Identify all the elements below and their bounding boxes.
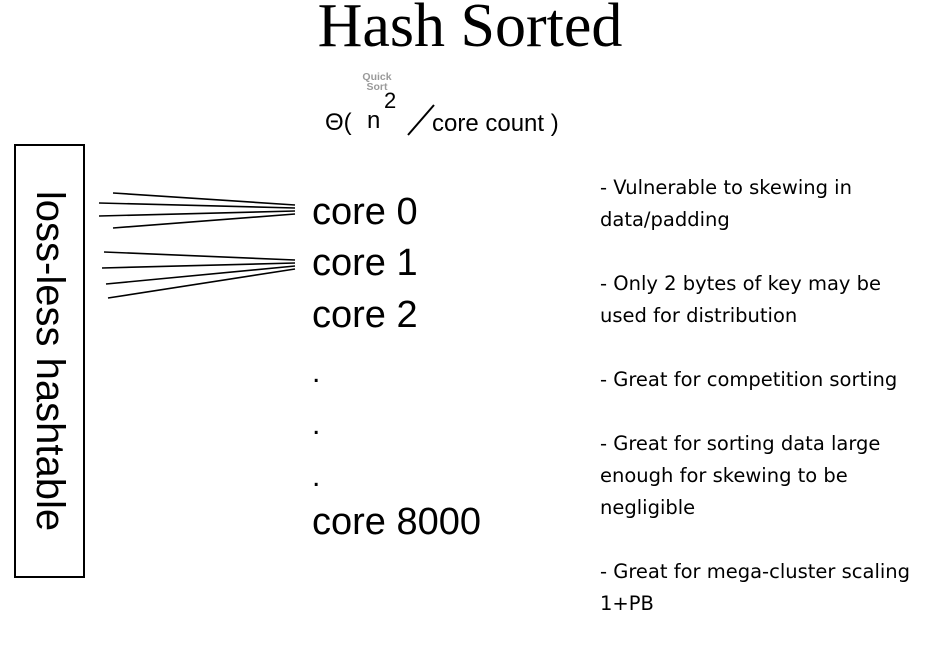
- note-line: - Great for competition sorting: [600, 368, 898, 391]
- note-line: enough for skewing to be: [600, 464, 848, 487]
- division-slash: [407, 104, 435, 136]
- fan-line: [103, 251, 296, 261]
- fan-line: [105, 265, 296, 285]
- note-line: - Vulnerable to skewing in: [600, 176, 852, 199]
- core-label: core 8000: [312, 501, 482, 543]
- hashtable-label: loss-less hashtable: [27, 190, 72, 532]
- formula-exponent: 2: [384, 88, 397, 113]
- note-line: negligible: [600, 496, 696, 519]
- theta-symbol: Θ(: [325, 109, 352, 136]
- note-item: - Great for competition sorting: [600, 364, 938, 396]
- notes-list: - Vulnerable to skewing in data/padding …: [600, 172, 938, 652]
- note-item: - Great for sorting data large enough fo…: [600, 428, 938, 524]
- formula-n: n: [367, 107, 381, 134]
- hashtable-box: loss-less hashtable: [14, 144, 85, 578]
- fan-line: [112, 213, 296, 229]
- note-item: - Great for mega-cluster scaling 1+PB: [600, 556, 938, 620]
- core-label: core 2: [312, 294, 418, 336]
- note-line: 1+PB: [600, 592, 654, 615]
- ellipsis-dot: .: [312, 408, 321, 441]
- note-line: - Great for mega-cluster scaling: [600, 560, 911, 583]
- ellipsis-dot: .: [312, 460, 321, 493]
- core-label: core 0: [312, 191, 418, 233]
- ellipsis-dot: .: [312, 356, 321, 389]
- note-line: - Only 2 bytes of key may be: [600, 272, 882, 295]
- note-item: - Only 2 bytes of key may be used for di…: [600, 268, 938, 332]
- page-title: Hash Sorted: [317, 0, 623, 60]
- note-item: - Vulnerable to skewing in data/padding: [600, 172, 938, 236]
- fan-line: [98, 210, 296, 217]
- fan-line: [101, 262, 296, 269]
- core-label: core 1: [312, 242, 418, 284]
- fan-line: [107, 268, 296, 299]
- note-line: - Great for sorting data large: [600, 432, 881, 455]
- complexity-formula: Quick Sort Θ( n 2 core count ): [325, 70, 605, 140]
- fan-line: [112, 192, 296, 206]
- formula-divisor: core count ): [432, 110, 559, 137]
- note-line: data/padding: [600, 208, 730, 231]
- note-line: used for distribution: [600, 304, 798, 327]
- algorithm-label: Quick Sort: [362, 71, 392, 93]
- fan-line: [98, 202, 296, 209]
